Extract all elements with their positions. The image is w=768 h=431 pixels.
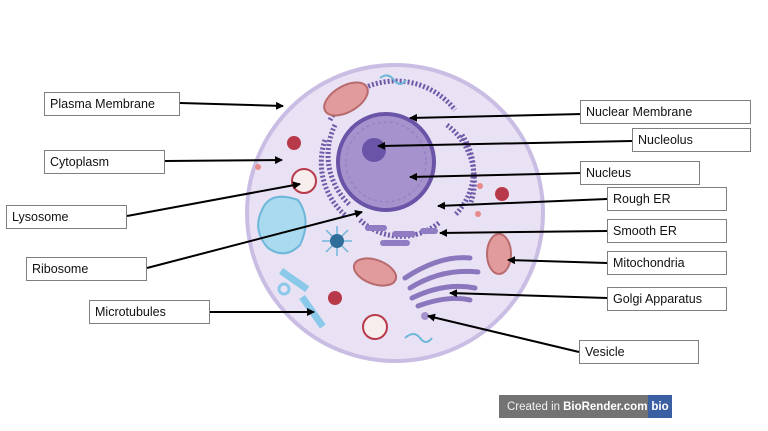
label-lysosome: Lysosome <box>6 205 127 229</box>
mitochondria-shapes <box>323 81 512 287</box>
label-cytoplasm: Cytoplasm <box>44 150 165 174</box>
golgi-shape <box>402 255 481 309</box>
label-plasma-membrane: Plasma Membrane <box>44 92 180 116</box>
label-rough-er: Rough ER <box>607 187 727 211</box>
label-smooth-er: Smooth ER <box>607 219 727 243</box>
nucleus-texture <box>345 121 427 203</box>
squiggle-shape <box>379 74 407 85</box>
label-mitochondria: Mitochondria <box>607 251 727 275</box>
label-nucleus: Nucleus <box>580 161 700 185</box>
centrosome-shape <box>322 226 352 256</box>
label-vesicle: Vesicle <box>579 340 699 364</box>
label-golgi-apparatus: Golgi Apparatus <box>607 287 727 311</box>
label-nuclear-membrane: Nuclear Membrane <box>580 100 751 124</box>
nucleolus-shape <box>362 138 386 162</box>
credit-prefix: Created in <box>507 400 561 413</box>
biorender-logo-icon: bio <box>648 395 672 418</box>
label-microtubules: Microtubules <box>89 300 210 324</box>
smooth-er-shape <box>365 225 438 246</box>
label-nucleolus: Nucleolus <box>632 128 751 152</box>
credit-brand: BioRender.com <box>563 400 648 413</box>
nucleus-shape <box>336 112 436 212</box>
squiggle-shape <box>404 333 433 343</box>
biorender-credit-badge[interactable]: Created in BioRender.com bio <box>499 395 672 418</box>
label-arrows <box>126 101 633 353</box>
label-ribosome: Ribosome <box>26 257 147 281</box>
vacuole-shape <box>257 195 307 255</box>
credit-text: Created in BioRender.com <box>499 395 648 418</box>
